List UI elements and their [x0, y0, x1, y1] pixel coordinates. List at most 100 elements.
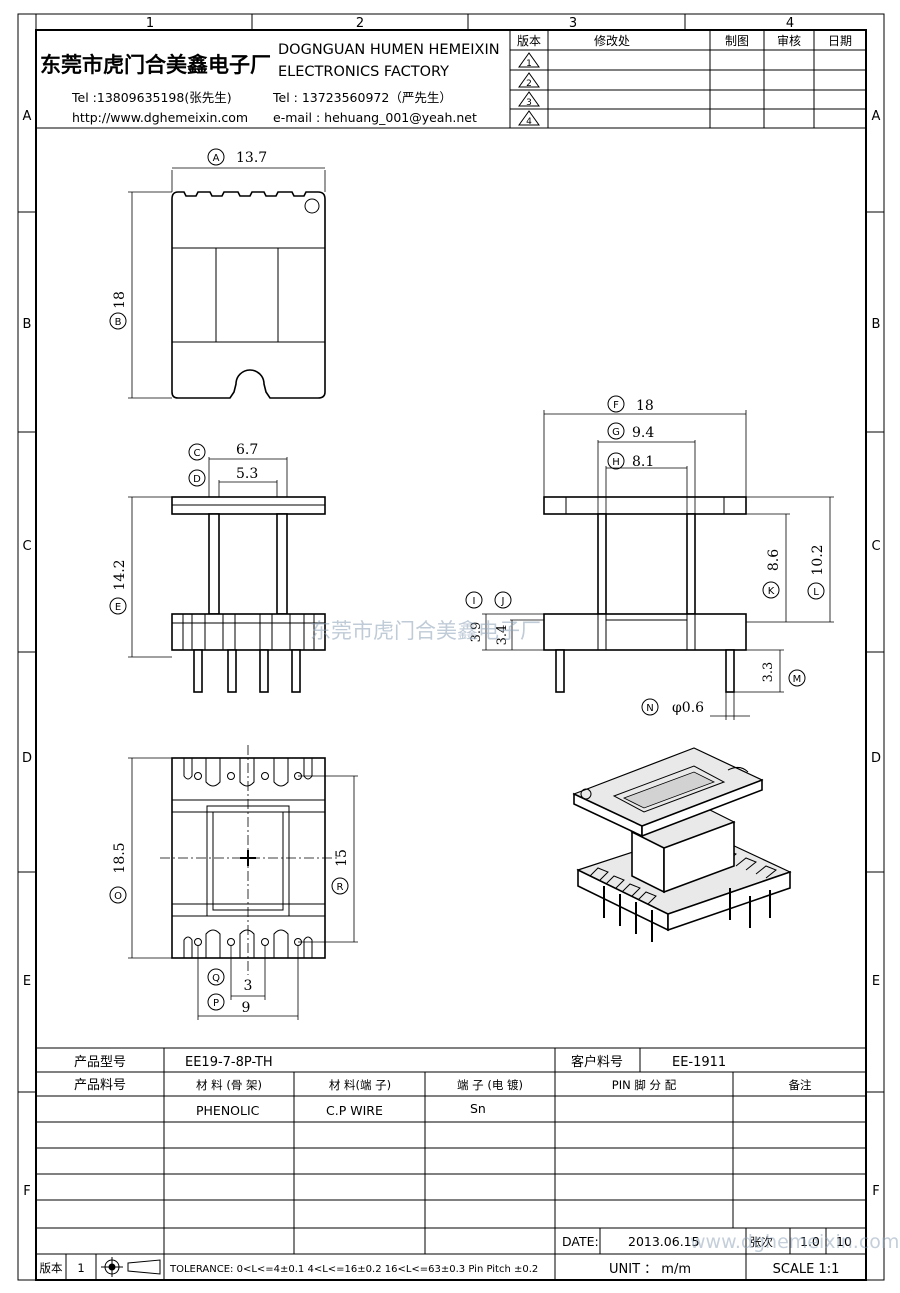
dim-N: N φ0.6 — [641, 698, 704, 716]
company-name-en-2: ELECTRONICS FACTORY — [278, 64, 449, 80]
sheet-of: 10 — [836, 1234, 852, 1249]
dim-G-letter: G — [612, 427, 620, 438]
dim-J-value: 3.4 — [495, 625, 510, 646]
row-letter-d-left: D — [22, 751, 32, 766]
dim-D-value: 5.3 — [236, 466, 258, 482]
dim-I: I 3.9 — [465, 591, 484, 643]
dim-L: L 10.2 — [807, 544, 826, 600]
dim-R: R 15 — [331, 849, 350, 895]
company-website: http://www.dghemeixin.com — [72, 110, 248, 125]
date-value: 2013.06.15 — [628, 1234, 700, 1249]
dim-E-value: 14.2 — [112, 559, 128, 590]
dim-H-letter: H — [612, 457, 620, 468]
dim-G: G 9.4 — [607, 422, 654, 441]
spec-material-bobbin-value: PHENOLIC — [196, 1103, 260, 1118]
dim-C-letter: C — [194, 448, 201, 459]
col-number-1: 1 — [146, 16, 154, 31]
sheet-value: 1.0 — [800, 1234, 820, 1249]
dim-Q: Q 3 — [207, 968, 253, 994]
dim-O: O 18.5 — [109, 842, 128, 904]
spec-remarks-label: 备注 — [789, 1078, 812, 1092]
unit-text: UNIT ： m/m — [609, 1262, 691, 1277]
row-letter-a-left: A — [23, 109, 32, 124]
row-letter-d-right: D — [871, 751, 881, 766]
dim-A-value: 13.7 — [236, 150, 267, 166]
rev-header-checked: 审核 — [777, 33, 801, 48]
dim-I-letter: I — [473, 596, 476, 607]
watermark-url: www.dghemeixin.com — [690, 1231, 899, 1253]
row-letter-b-left: B — [23, 317, 32, 332]
spec-material-pin-label: 材 料(端 子) — [329, 1078, 391, 1092]
row-letter-b-right: B — [872, 317, 881, 332]
dim-A: A 13.7 — [207, 148, 267, 166]
dim-K: K 8.6 — [762, 549, 782, 599]
dim-P: P 9 — [207, 993, 251, 1016]
top-view — [128, 167, 326, 399]
rev-triangles: 1 2 3 4 — [518, 52, 540, 127]
dim-R-letter: R — [337, 882, 344, 893]
dim-K-value: 8.6 — [766, 549, 782, 571]
dim-M-value: 3.3 — [761, 662, 776, 683]
spec-pin-assignment-label: PIN 脚 分 配 — [612, 1078, 677, 1092]
rev-header-version: 版本 — [517, 34, 541, 48]
dim-A-letter: A — [213, 153, 220, 164]
bottom-view — [128, 745, 358, 1020]
dim-K-letter: K — [768, 586, 775, 597]
spec-material-pin-value: C.P WIRE — [326, 1103, 383, 1118]
revision-table — [509, 30, 866, 128]
spec-customer-code-label: 客户料号 — [571, 1054, 623, 1070]
spec-customer-code-value: EE-1911 — [672, 1055, 726, 1070]
scale-text: SCALE 1:1 — [773, 1262, 840, 1277]
inner-border — [35, 29, 867, 1281]
dim-B-letter: B — [115, 317, 122, 328]
dim-E-letter: E — [115, 602, 121, 613]
version-value: 1 — [77, 1261, 84, 1275]
dim-O-letter: O — [114, 891, 122, 902]
dim-D-letter: D — [193, 474, 201, 485]
dim-H-value: 8.1 — [632, 454, 654, 470]
side-view — [482, 410, 834, 720]
sheet-label: 张次 — [750, 1235, 773, 1249]
row-letter-c-right: C — [871, 539, 880, 554]
dim-P-value: 9 — [242, 1000, 251, 1016]
col-number-4: 4 — [786, 16, 794, 31]
rev-header-drawn: 制图 — [725, 34, 749, 48]
dim-J: J 3.4 — [494, 591, 512, 646]
col-number-3: 3 — [569, 16, 577, 31]
dim-L-letter: L — [813, 587, 819, 598]
rev-mark-4: 4 — [526, 117, 532, 127]
rev-mark-2: 2 — [526, 79, 532, 89]
dim-I-value: 3.9 — [469, 622, 484, 643]
dim-C: C 6.7 — [188, 442, 258, 461]
dim-E: E 14.2 — [109, 559, 128, 615]
company-name-en-1: DOGNGUAN HUMEN HEMEIXIN — [278, 42, 500, 58]
dim-Q-value: 3 — [244, 978, 253, 994]
outer-border — [17, 13, 885, 1281]
spec-material-bobbin-label: 材 料 (骨 架) — [196, 1078, 262, 1092]
dim-F-letter: F — [613, 400, 619, 411]
spec-product-code-label: 产品料号 — [74, 1078, 126, 1093]
row-letter-e-right: E — [872, 974, 880, 989]
dim-N-value: φ0.6 — [672, 700, 704, 716]
isometric-view — [572, 747, 792, 942]
row-letter-c-left: C — [22, 539, 31, 554]
company-name-cn: 东莞市虎门合美鑫电子厂 — [40, 53, 271, 77]
dim-B: B 18 — [109, 291, 128, 330]
rev-mark-3: 3 — [526, 98, 532, 108]
version-label: 版本 — [40, 1261, 63, 1275]
dim-M: M 3.3 — [761, 662, 806, 687]
dim-F-value: 18 — [636, 398, 654, 414]
dim-G-value: 9.4 — [632, 425, 654, 441]
contact-tel-1: Tel :13809635198(张先生) — [71, 90, 232, 105]
dim-N-letter: N — [646, 703, 653, 714]
spec-terminal-plating-value: Sn — [470, 1101, 486, 1116]
dim-P-letter: P — [213, 998, 219, 1009]
front-view — [128, 457, 326, 693]
dim-Q-letter: Q — [212, 973, 220, 984]
dim-D: D 5.3 — [188, 466, 258, 487]
date-label: DATE: — [562, 1234, 599, 1249]
watermark-center: 东莞市虎门合美鑫电子厂 — [310, 619, 541, 643]
spec-table — [36, 1047, 866, 1280]
projection-symbol-icon — [101, 1257, 161, 1277]
